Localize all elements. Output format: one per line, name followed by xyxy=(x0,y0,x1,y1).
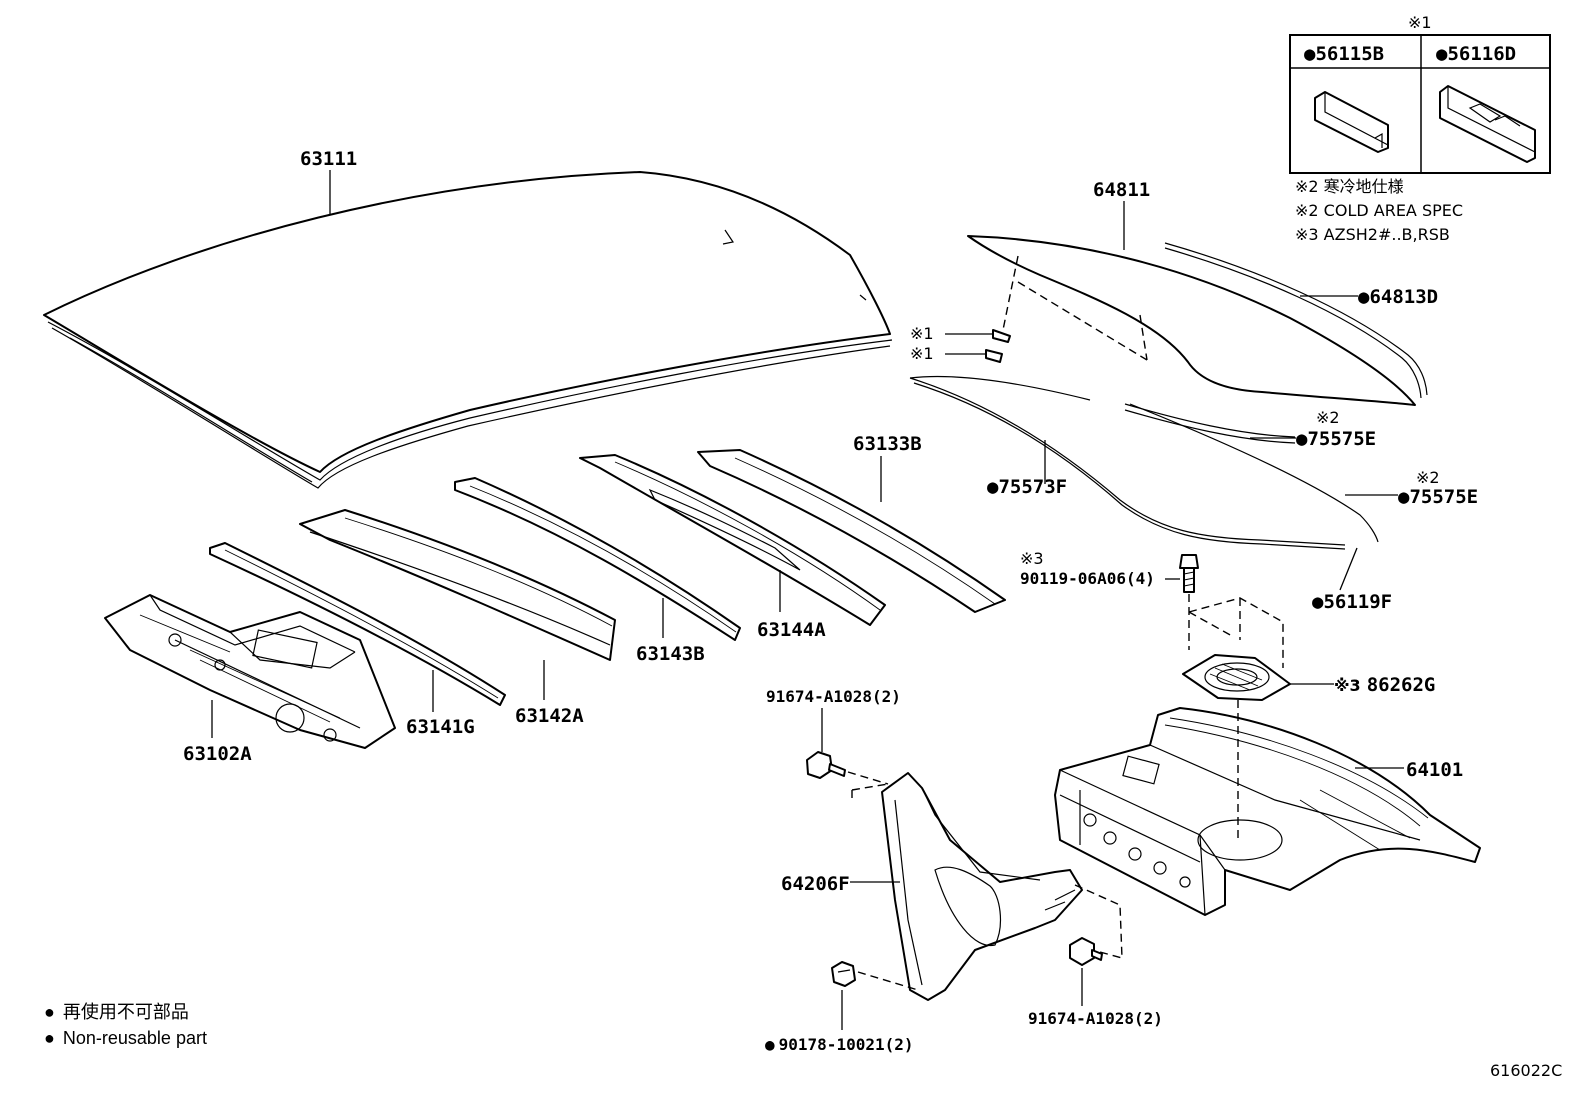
legend-en: ●Non-reusable part xyxy=(44,1028,207,1048)
spacer-56116d-drawing[interactable] xyxy=(1439,85,1536,163)
spacer-clip-2[interactable] xyxy=(985,349,1003,363)
roof-bow-63143b-drawing[interactable] xyxy=(454,477,741,641)
moulding-75575e-b-drawing[interactable] xyxy=(1129,403,1379,543)
label-63102a: 63102A xyxy=(183,743,252,765)
label-63141g: 63141G xyxy=(406,716,475,738)
diagram-code: 616022C xyxy=(1490,1061,1562,1080)
leader-56119f xyxy=(1339,547,1358,591)
label-64813d: ●64813D xyxy=(1358,286,1438,308)
roof-bow-63141g-drawing[interactable] xyxy=(209,542,506,706)
spacer-56115b-drawing[interactable] xyxy=(1314,91,1389,153)
shelf-panel-drawing[interactable] xyxy=(1054,707,1481,916)
ref-mark-75575e-b: ※2 xyxy=(1416,468,1440,487)
moulding-64813d-drawing[interactable] xyxy=(1164,242,1428,399)
label-90178: ●90178-10021(2) xyxy=(765,1035,914,1054)
bolt-90119-drawing[interactable] xyxy=(1179,554,1199,593)
roof-bow-63142a-drawing[interactable] xyxy=(299,509,616,661)
header-panel-drawing[interactable] xyxy=(104,594,396,749)
dashed-nut xyxy=(857,971,919,991)
label-63143b: 63143B xyxy=(636,643,705,665)
label-63144a: 63144A xyxy=(757,619,826,641)
dashed-bolt-top xyxy=(847,771,889,800)
label-75575e-b: ●75575E xyxy=(1398,486,1478,508)
moulding-75573f-drawing[interactable] xyxy=(909,375,1346,550)
label-56119f: ●56119F xyxy=(1312,591,1392,613)
note-model-spec: ※3 AZSH2#..B,RSB xyxy=(1295,225,1450,244)
label-91674-top: 91674-A1028(2) xyxy=(766,687,901,706)
roof-bow-63144a-drawing[interactable] xyxy=(579,454,886,626)
label-91674-bottom: 91674-A1028(2) xyxy=(1028,1009,1163,1028)
label-63111: 63111 xyxy=(300,148,357,170)
legend-jp: ●再使用不可部品 xyxy=(44,1002,189,1022)
spacer-clip-1[interactable] xyxy=(992,329,1011,343)
label-64101: 64101 xyxy=(1406,759,1463,781)
label-75575e-a: ●75575E xyxy=(1296,428,1376,450)
inset-label-56115b: ●56115B xyxy=(1304,43,1384,65)
roof-panel-drawing[interactable] xyxy=(43,171,893,489)
label-63133b: 63133B xyxy=(853,433,922,455)
label-64206f: 64206F xyxy=(781,873,850,895)
roof-bow-63133b-drawing[interactable] xyxy=(697,449,1006,613)
label-63142a: 63142A xyxy=(515,705,584,727)
label-64811: 64811 xyxy=(1093,179,1150,201)
pillar-brace-drawing[interactable] xyxy=(881,772,1083,1001)
nut-90178-drawing[interactable] xyxy=(831,961,856,987)
ref-mark-clip-1: ※1 xyxy=(910,324,934,343)
ref-mark-75575e-a: ※2 xyxy=(1316,408,1340,427)
label-75573f: ●75573F xyxy=(987,476,1067,498)
inset-title: ※1 xyxy=(1408,13,1432,32)
label-90119: 90119-06A06(4) xyxy=(1020,569,1155,588)
ref-mark-clip-2: ※1 xyxy=(910,344,934,363)
note-cold-area-en: ※2 COLD AREA SPEC xyxy=(1295,201,1463,220)
note-cold-area-jp: ※2 寒冷地仕様 xyxy=(1295,177,1404,196)
bracket-86262g-drawing[interactable] xyxy=(1182,654,1291,701)
back-window-glass-drawing[interactable] xyxy=(967,235,1416,406)
bolt-91674-top-drawing[interactable] xyxy=(806,751,846,779)
bolt-91674-bottom-drawing[interactable] xyxy=(1069,937,1103,966)
ref-mark-bolt: ※3 xyxy=(1020,549,1044,568)
inset-label-56116d: ●56116D xyxy=(1436,43,1516,65)
